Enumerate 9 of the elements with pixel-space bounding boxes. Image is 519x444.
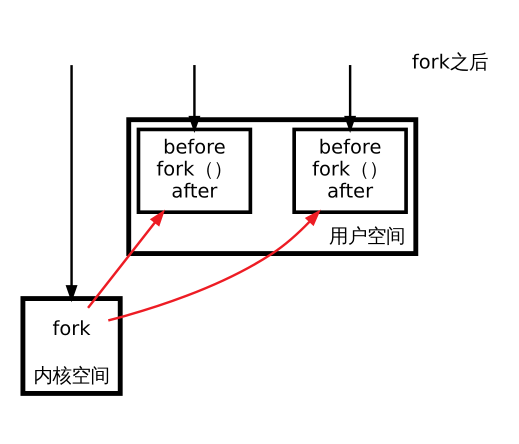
node-box: before fork（） after	[136, 127, 252, 214]
arrow	[108, 209, 321, 322]
arrow	[188, 64, 200, 132]
arrow	[344, 64, 356, 132]
node-box: before fork（） after	[292, 127, 408, 214]
arrow	[66, 64, 78, 302]
arrow	[87, 209, 166, 308]
label: fork之后	[412, 50, 488, 73]
node-text: fork	[52, 316, 91, 340]
